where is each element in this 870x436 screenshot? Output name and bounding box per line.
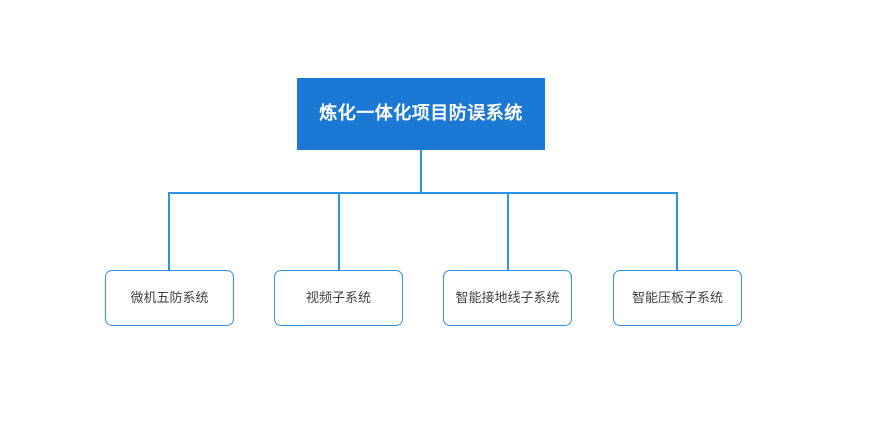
child-node-2[interactable]: 视频子系统 bbox=[274, 270, 403, 326]
child-node-4-label: 智能压板子系统 bbox=[631, 290, 723, 306]
root-node-label: 炼化一体化项目防误系统 bbox=[319, 103, 523, 124]
root-node[interactable]: 炼化一体化项目防误系统 bbox=[297, 78, 545, 150]
child-node-4[interactable]: 智能压板子系统 bbox=[613, 270, 742, 326]
child-node-3-label: 智能接地线子系统 bbox=[455, 290, 560, 306]
child-node-1-label: 微机五防系统 bbox=[130, 290, 209, 306]
child-node-3[interactable]: 智能接地线子系统 bbox=[443, 270, 572, 326]
child-node-1[interactable]: 微机五防系统 bbox=[105, 270, 234, 326]
child-node-2-label: 视频子系统 bbox=[305, 290, 371, 306]
